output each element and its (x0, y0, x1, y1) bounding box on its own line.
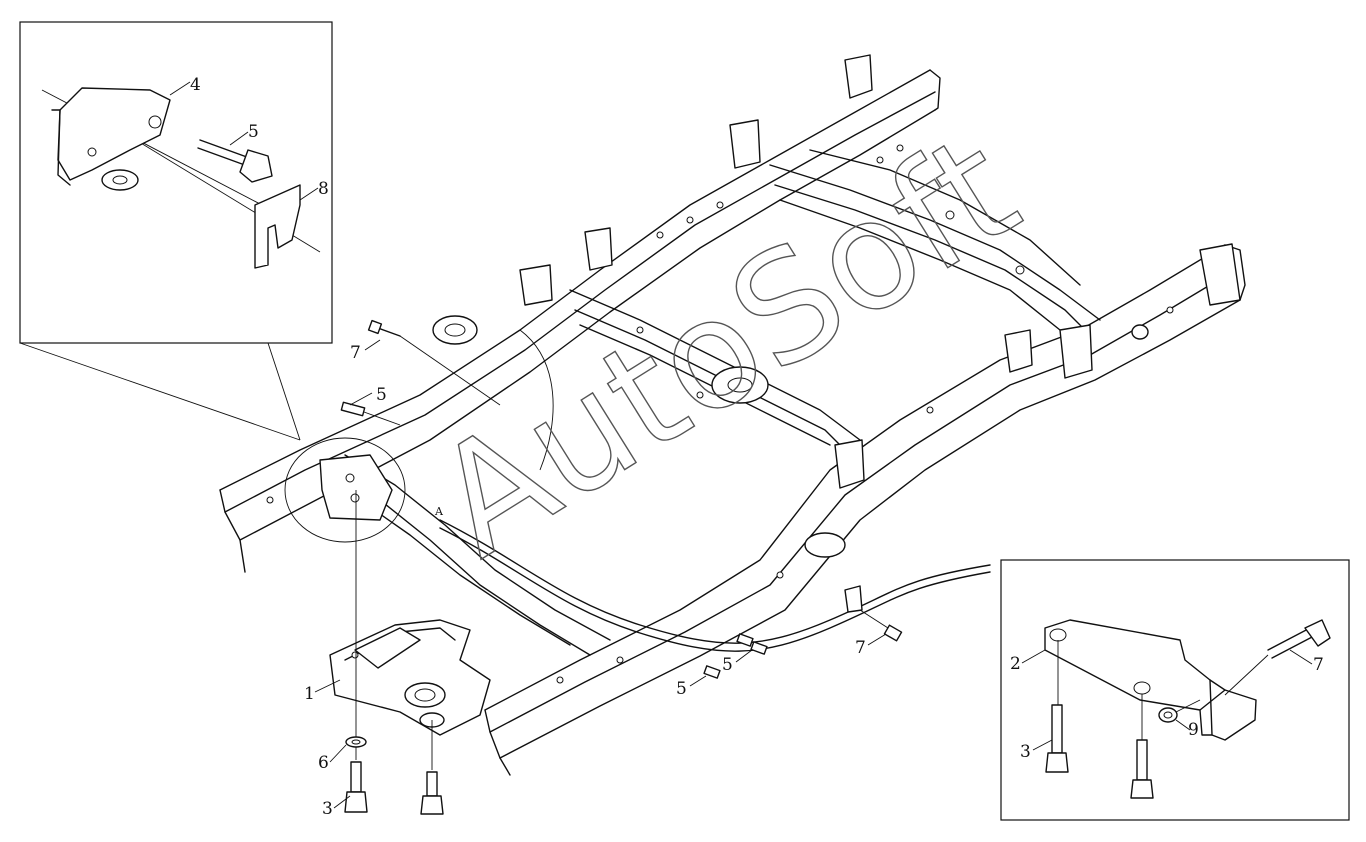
callout-1: 1 (304, 684, 315, 704)
bolt-part-upper (340, 319, 501, 426)
callout-5-inset: 5 (248, 122, 259, 142)
inset-bolt-7 (1224, 619, 1331, 696)
callout-detail-a: A (434, 505, 444, 518)
inset-clip (254, 184, 301, 269)
skid-plate-part (329, 619, 491, 736)
callout-4-inset: 4 (190, 75, 201, 95)
callout-9-inset: 9 (1188, 720, 1199, 740)
body-mount-brackets (519, 54, 1241, 489)
detail-inset-right (1000, 559, 1350, 821)
detail-circle-area (19, 342, 406, 543)
callout-5-mid-a: 5 (676, 679, 687, 699)
bolt-part-mid (703, 585, 903, 679)
chassis-frame (219, 54, 1246, 776)
inset-bolt (197, 139, 273, 183)
callout-leaders (314, 339, 1313, 809)
inset-bolts-3 (1045, 640, 1154, 799)
callout-3-inset: 3 (1020, 742, 1031, 762)
callout-5-mid-b: 5 (722, 655, 733, 675)
callout-2-inset: 2 (1010, 654, 1021, 674)
washer-part (345, 736, 367, 748)
callout-7-inset: 7 (1313, 655, 1324, 675)
inset-nut-9 (1158, 699, 1201, 723)
bolt-part-lower (344, 761, 444, 815)
callout-7-top: 7 (350, 343, 361, 363)
callout-3: 3 (322, 799, 333, 819)
callout-8-inset: 8 (318, 179, 329, 199)
callout-5-top: 5 (376, 385, 387, 405)
callout-7-right: 7 (855, 638, 866, 658)
callout-labels: 4 5 8 7 5 A 1 6 3 5 5 7 2 3 7 9 (190, 75, 1324, 819)
callout-6: 6 (318, 753, 329, 773)
watermark-text: AutoSoft (407, 102, 1046, 591)
detail-inset-left (19, 21, 333, 344)
